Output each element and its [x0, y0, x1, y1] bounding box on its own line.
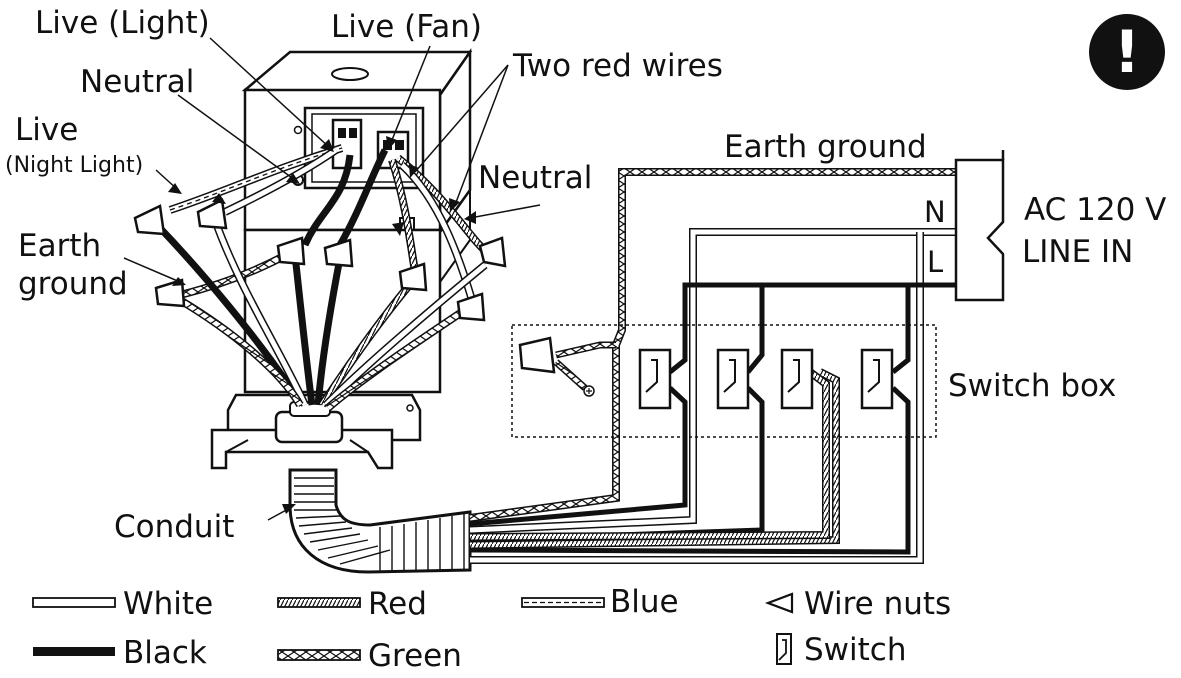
supply-wires [469, 168, 955, 564]
black-wire-light [301, 154, 354, 247]
wire-nut [478, 236, 507, 268]
label-ground-left: ground [18, 266, 128, 302]
switch-3 [780, 348, 814, 410]
label-ac-voltage: AC 120 V [1024, 192, 1166, 228]
black-wire-fan [336, 148, 389, 247]
label-l-terminal: L [927, 245, 943, 279]
wire-nut [456, 292, 486, 322]
warning-symbol: ! [1114, 18, 1140, 86]
wire-nut [518, 336, 556, 374]
switch-icon [776, 633, 792, 665]
warning-icon: ! [1089, 14, 1165, 90]
label-live-light: Live (Light) [35, 5, 210, 41]
label-line-in: LINE IN [1022, 234, 1133, 270]
wire-nut-icon [764, 592, 794, 614]
legend-label-red: Red [368, 586, 427, 622]
label-earth-ground: Earth ground [724, 129, 927, 165]
legend-label-wire-nuts: Wire nuts [804, 586, 951, 622]
label-n-terminal: N [924, 195, 946, 229]
label-live-night: Live [15, 112, 78, 148]
legend-swatch-black [33, 647, 115, 656]
legend-label-black: Black [123, 635, 207, 671]
label-neutral-right: Neutral [478, 160, 592, 196]
black-supply-line [668, 282, 955, 374]
arrowheads [168, 136, 476, 514]
line-in-block [954, 150, 1005, 302]
wire-nut [276, 236, 306, 266]
switches [638, 348, 894, 410]
label-neutral-left: Neutral [80, 64, 194, 100]
wire-nut [398, 262, 428, 292]
label-live-fan: Live (Fan) [331, 9, 482, 45]
legend-label-green: Green [368, 638, 462, 674]
legend-label-white: White [123, 586, 213, 622]
label-night-light: (Night Light) [5, 153, 143, 178]
legend-swatch-blue [521, 597, 605, 608]
fan-wire-nuts [133, 198, 507, 322]
switch-2 [716, 348, 750, 410]
label-conduit: Conduit [114, 509, 234, 545]
switch-1 [638, 348, 672, 410]
legend-label-switch: Switch [804, 632, 907, 668]
leader-lines [123, 37, 541, 521]
label-earth-left: Earth [18, 228, 101, 264]
wire-nut [323, 238, 354, 268]
wire-nut [196, 198, 228, 230]
fan-housing [210, 48, 473, 470]
conduit [288, 468, 472, 574]
label-two-red-wires: Two red wires [512, 48, 723, 84]
legend-swatch-green [277, 649, 361, 661]
wire-nut [154, 278, 186, 308]
legend-label-blue: Blue [610, 584, 679, 620]
legend: White Red Blue Wire nuts Black Green Swi… [32, 584, 951, 674]
switch-box-outline [511, 324, 937, 438]
label-switch-box: Switch box [948, 368, 1116, 404]
wire-nut [133, 204, 166, 236]
fan-wires [157, 144, 493, 412]
legend-swatch-red [277, 597, 361, 608]
switch-4 [860, 348, 894, 410]
legend-swatch-white [32, 597, 116, 608]
